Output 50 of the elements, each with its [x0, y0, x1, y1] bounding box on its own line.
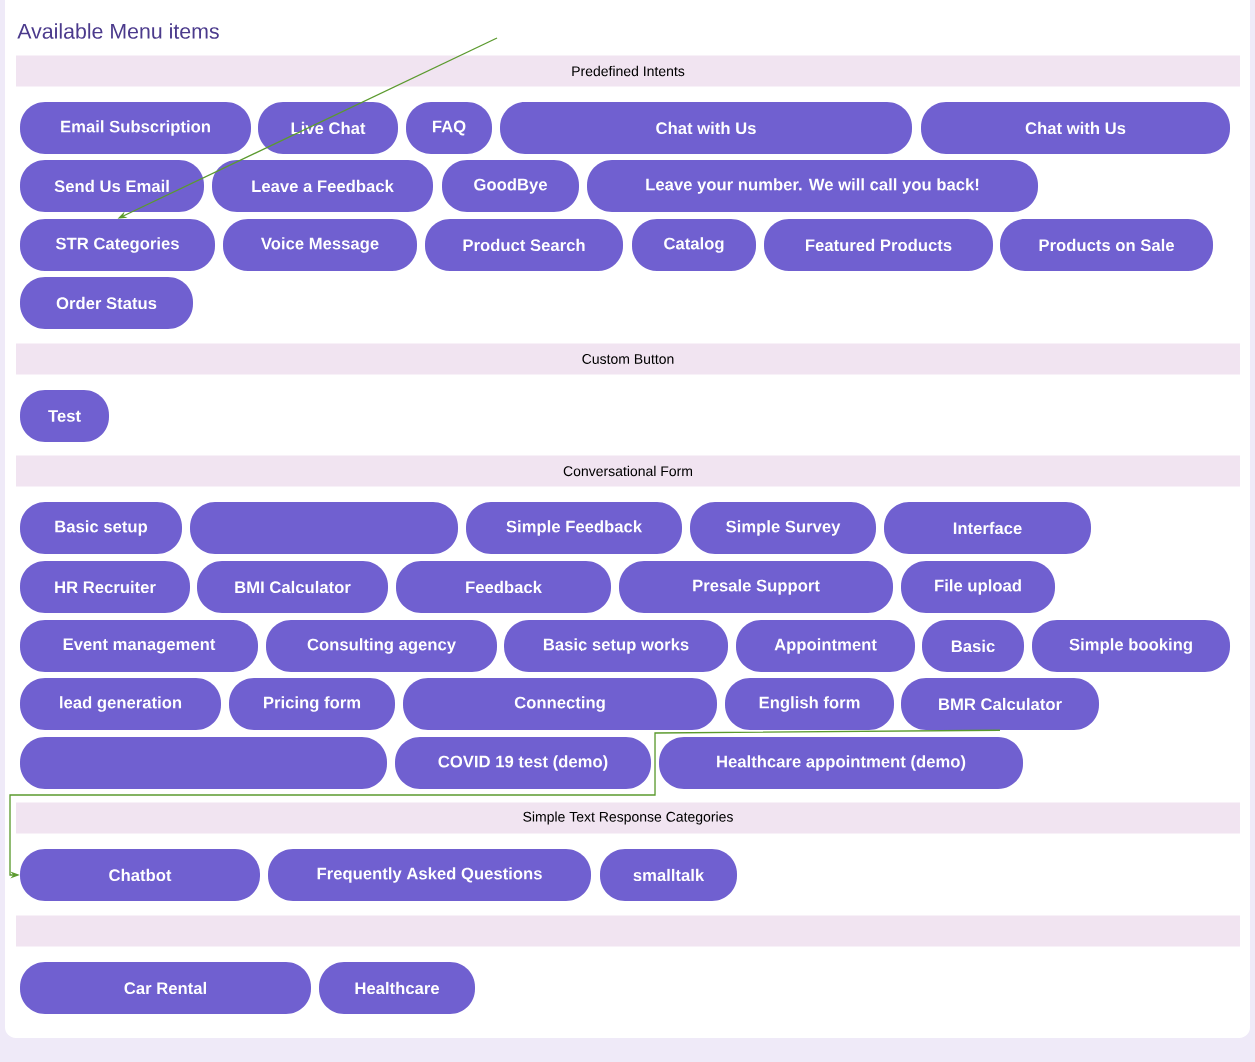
menu-button: FAQ [406, 102, 492, 154]
menu-button: Feedback [396, 561, 611, 613]
menu-button [190, 502, 458, 554]
menu-button: Voice Message [223, 219, 417, 271]
menu-button: Basic [922, 620, 1024, 672]
menu-button: Simple Survey [690, 502, 876, 554]
menu-button: smalltalk [600, 849, 737, 901]
menu-button: Products on Sale [1000, 219, 1213, 271]
menu-button: COVID 19 test (demo) [395, 737, 651, 789]
menu-button: Consulting agency [266, 620, 497, 672]
menu-button: Healthcare appointment (demo) [659, 737, 1023, 789]
menu-button: Email Subscription [20, 102, 251, 154]
menu-button: Car Rental [20, 962, 311, 1014]
menu-button: Event management [20, 620, 258, 672]
menu-button: Order Status [20, 277, 193, 329]
section-header: Custom Button [16, 343, 1240, 375]
menu-button: Send Us Email [20, 160, 204, 212]
menu-button: Simple booking [1032, 620, 1230, 672]
menu-button: Featured Products [764, 219, 993, 271]
section-header: Conversational Form [16, 455, 1240, 487]
section-header: Predefined Intents [16, 55, 1240, 87]
menu-button: BMR Calculator [901, 678, 1099, 730]
menu-button: Chat with Us [921, 102, 1230, 154]
menu-button: Healthcare [319, 962, 475, 1014]
menu-button: Leave a Feedback [212, 160, 433, 212]
menu-button: Chat with Us [500, 102, 912, 154]
menu-button: Product Search [425, 219, 623, 271]
menu-button: Pricing form [229, 678, 395, 730]
menu-button: Simple Feedback [466, 502, 682, 554]
menu-button: STR Categories [20, 219, 215, 271]
menu-button: Basic setup [20, 502, 182, 554]
menu-button: English form [725, 678, 894, 730]
menu-button: Leave your number. We will call you back! [587, 160, 1038, 212]
section-header: Simple Text Response Categories [16, 802, 1240, 834]
section-header [16, 915, 1240, 947]
menu-button: Appointment [736, 620, 915, 672]
menu-button: lead generation [20, 678, 221, 730]
menu-button: Connecting [403, 678, 717, 730]
menu-button: Chatbot [20, 849, 260, 901]
menu-button: File upload [901, 561, 1055, 613]
menu-button [20, 737, 387, 789]
title: Available Menu items [17, 23, 219, 39]
menu-button: BMI Calculator [197, 561, 388, 613]
menu-button: Basic setup works [504, 620, 728, 672]
menu-button: Interface [884, 502, 1091, 554]
menu-button: Test [20, 390, 109, 442]
menu-button: Presale Support [619, 561, 893, 613]
menu-button: HR Recruiter [20, 561, 190, 613]
menu-button: GoodBye [442, 160, 579, 212]
menu-button: Frequently Asked Questions [268, 849, 591, 901]
